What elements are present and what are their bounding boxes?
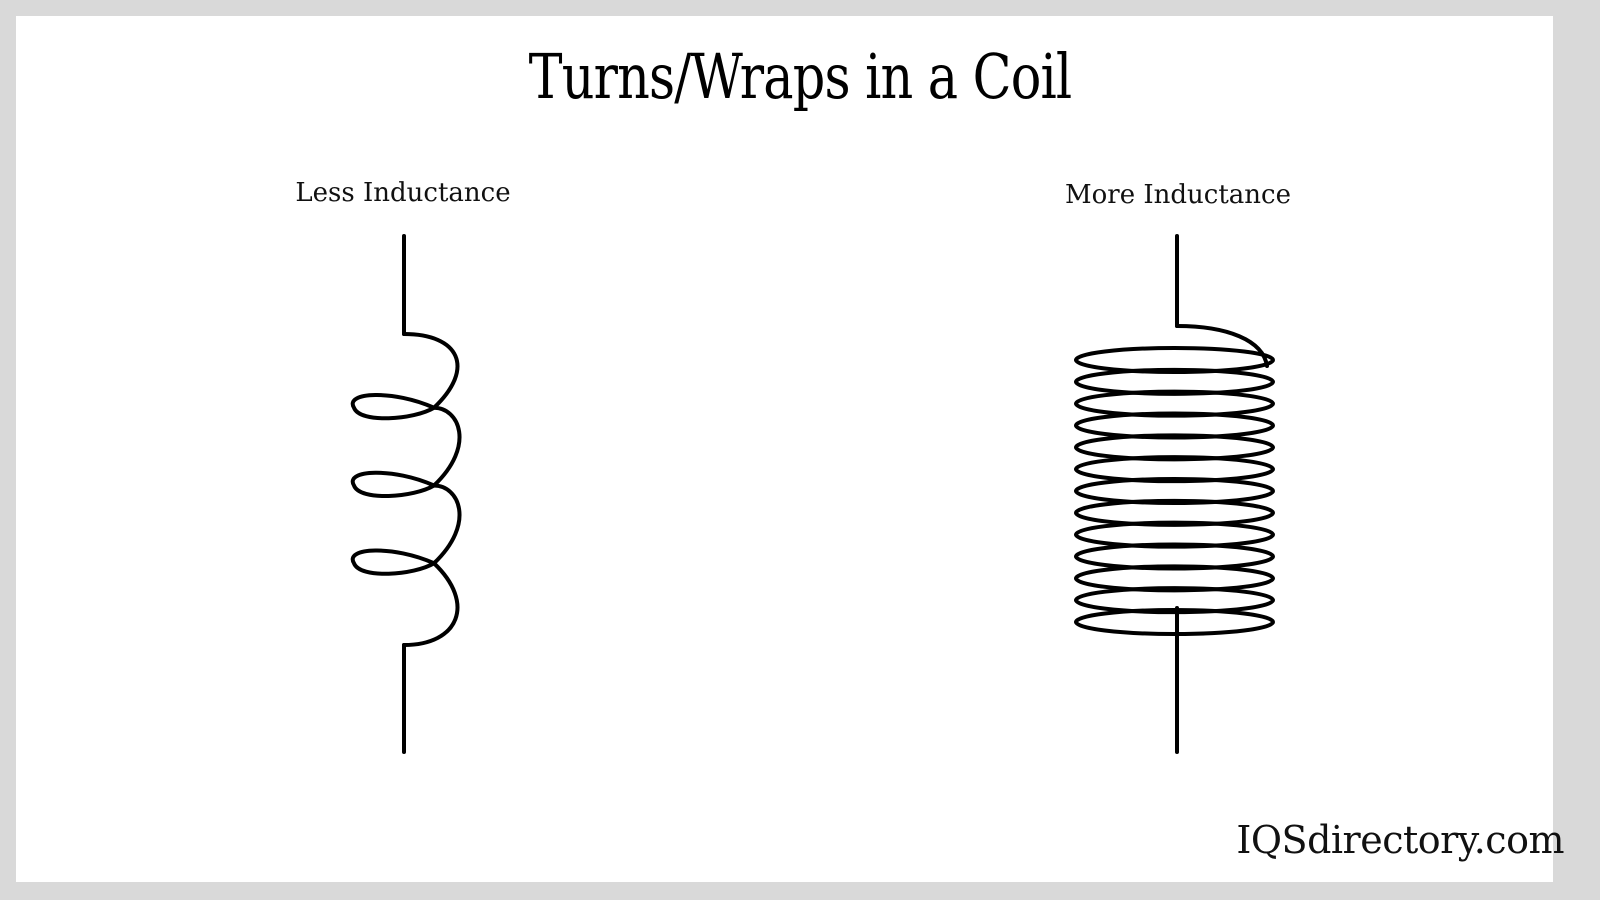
coil-winding [350, 332, 462, 647]
coil-turn [1074, 455, 1275, 484]
coil-turn [1074, 520, 1275, 549]
coil-turn [1074, 367, 1275, 396]
lead-wire-bend [1175, 324, 1269, 368]
diagram-title: Turns/Wraps in a Coil [528, 40, 1073, 113]
coil-turn [1074, 411, 1275, 440]
less-inductance-label: Less Inductance [295, 178, 511, 208]
coil-turn [1074, 498, 1275, 527]
coil-less-inductance [350, 234, 462, 754]
coil-turn [1074, 346, 1275, 374]
coil-turn [1074, 433, 1275, 462]
coil-turn [1074, 477, 1275, 505]
coil-turn [1074, 564, 1275, 593]
coil-turn [1074, 542, 1275, 571]
brand-watermark: IQSdirectory.com [1236, 818, 1564, 862]
coil-turn [1074, 586, 1275, 615]
coil-more-inductance [1074, 234, 1275, 754]
diagram-panel [16, 16, 1553, 882]
coil-turn [1074, 608, 1275, 636]
coil-turn [1074, 389, 1275, 418]
more-inductance-label: More Inductance [1065, 180, 1291, 210]
